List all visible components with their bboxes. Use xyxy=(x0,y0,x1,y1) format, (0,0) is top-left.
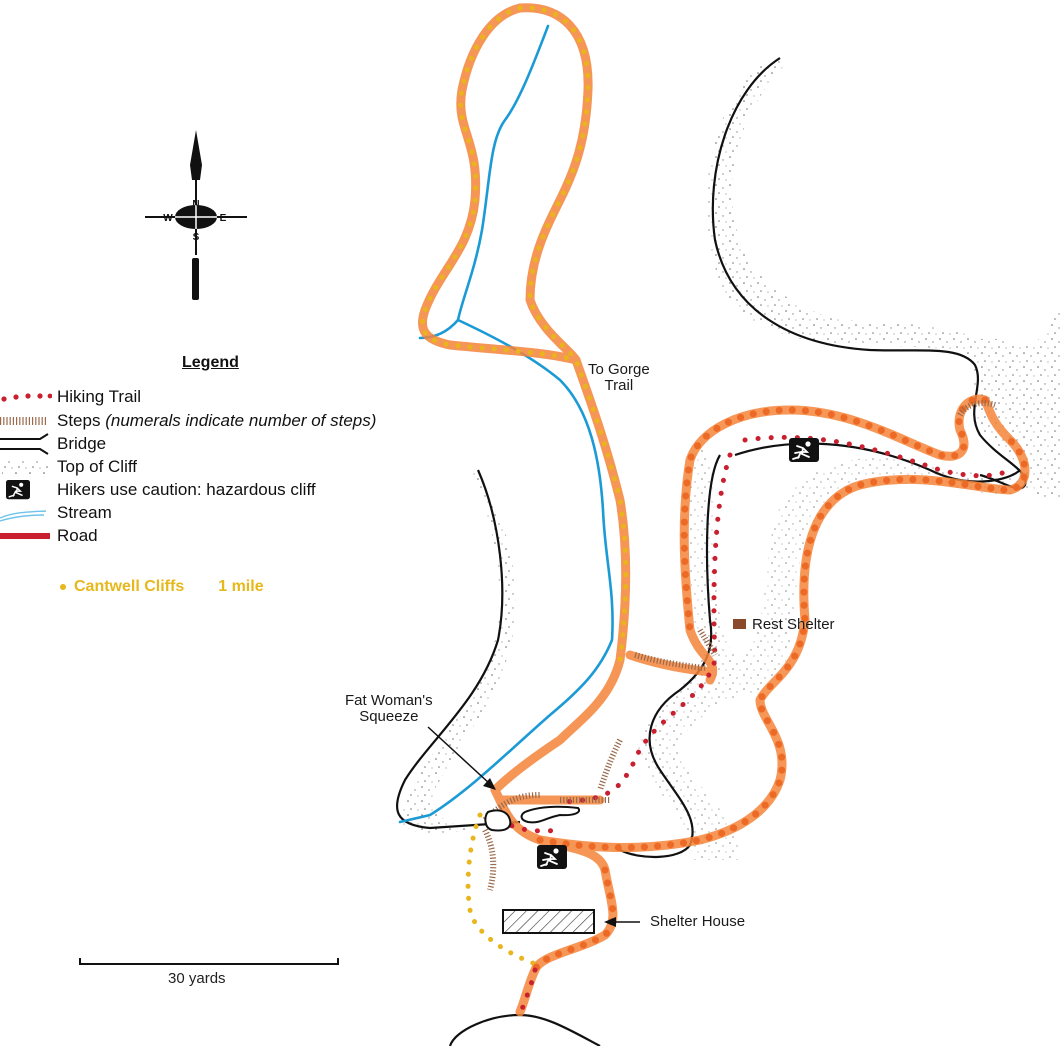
stream-symbol-icon xyxy=(0,510,47,522)
svg-text:E: E xyxy=(220,213,227,224)
cantwell-cliffs-trail-key: Cantwell Cliffs 1 mile xyxy=(60,578,264,596)
top-of-cliff-symbol-icon xyxy=(2,460,50,474)
cantwell-cliffs-trail xyxy=(419,5,629,968)
bridge-outlines xyxy=(484,805,580,832)
hiking-trail-symbol-icon xyxy=(1,393,52,402)
legend-item-road: Road xyxy=(0,525,98,547)
trail-key-distance: 1 mile xyxy=(218,578,264,595)
legend-label: Top of Cliff xyxy=(57,457,138,476)
fat-womans-squeeze-label: Fat Woman's Squeeze xyxy=(345,693,433,725)
scale-bar xyxy=(79,958,339,965)
legend-title: Legend xyxy=(182,354,239,371)
legend-label: Road xyxy=(57,526,98,545)
legend-note: (numerals indicate number of steps) xyxy=(105,411,377,430)
stream xyxy=(398,24,614,824)
legend-label: Hiking Trail xyxy=(57,387,142,406)
fat-womans-squeeze-line1: Fat Woman's xyxy=(345,692,433,709)
hiking-trail xyxy=(497,434,1013,1018)
hazard-symbol-icon xyxy=(6,480,30,500)
legend-item-bridge: Bridge xyxy=(0,433,106,455)
to-gorge-trail-label: To Gorge Trail xyxy=(588,362,650,394)
to-gorge-trail-line1: To Gorge xyxy=(588,361,650,378)
svg-text:W: W xyxy=(163,213,173,224)
legend-label: Stream xyxy=(57,503,112,522)
compass-rose-icon: N S W E xyxy=(145,130,247,300)
bridge-symbol-icon xyxy=(0,433,49,455)
cantwell-dot-icon xyxy=(60,583,66,590)
fat-womans-squeeze-line2: Squeeze xyxy=(359,708,419,725)
svg-text:N: N xyxy=(192,199,199,210)
shelter-house-building xyxy=(502,909,595,934)
hazard-icon xyxy=(788,437,820,463)
legend-label: Bridge xyxy=(57,434,107,453)
rest-shelter-marker xyxy=(733,619,746,629)
trail-dots-orange xyxy=(531,395,1029,974)
trail-key-name: Cantwell Cliffs xyxy=(74,578,185,595)
top-of-cliff-areas xyxy=(399,60,1060,860)
legend-item-hiking-trail: Hiking Trail xyxy=(0,386,141,408)
steps-symbol-icon xyxy=(0,417,48,425)
road-symbol-icon xyxy=(0,533,50,539)
scale-bar-label: 30 yards xyxy=(168,970,226,987)
hazard-icon xyxy=(536,844,568,870)
svg-text:S: S xyxy=(193,232,200,243)
rest-shelter-label: Rest Shelter xyxy=(752,616,835,633)
legend-label: Hikers use caution: hazardous cliff xyxy=(57,480,316,499)
squeeze-pointer xyxy=(427,726,491,785)
to-gorge-trail-line2: Trail xyxy=(604,377,634,394)
legend-item-top-of-cliff: Top of Cliff xyxy=(0,456,137,478)
legend-item-steps: Steps (numerals indicate number of steps… xyxy=(0,410,376,432)
legend-item-hazard: Hikers use caution: hazardous cliff xyxy=(0,479,316,501)
shelter-house-label: Shelter House xyxy=(650,913,746,930)
legend-item-stream: Stream xyxy=(0,502,112,524)
legend-label: Steps xyxy=(57,411,101,430)
